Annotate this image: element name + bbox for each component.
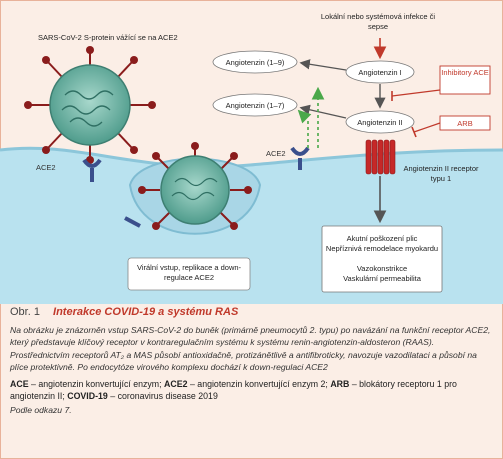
ace2-receptor-right (290, 146, 310, 170)
effects-box (321, 225, 443, 293)
figure-caption: Obr. 1 Interakce COVID-19 a systému RAS … (10, 306, 496, 415)
at1-receptor (365, 139, 396, 175)
svg-text:ARB: ARB (457, 119, 472, 128)
diagram: ACE2 SARS-CoV-2 S-protein vážící se na A… (0, 12, 503, 304)
abbr-term: COVID-19 (67, 391, 108, 402)
ace2-green-arrow-2 (297, 109, 312, 148)
figure-number: Obr. 1 (10, 306, 40, 318)
arb-line (413, 122, 441, 133)
ace-inhibitor-box: Inhibitory ACE (439, 65, 491, 95)
ace2-left-label: ACE2 (36, 163, 56, 172)
ace2-receptor-left (82, 158, 102, 182)
ace-inhibitor-line (391, 89, 441, 97)
abbr-def: angiotenzin konvertující enzym; (38, 378, 162, 389)
virus-endocytosed (124, 142, 262, 235)
angiotensin-1-9-node: Angiotenzin (1–9) (212, 50, 298, 74)
svg-text:Angiotenzin (1–7): Angiotenzin (1–7) (226, 101, 285, 110)
figure-title: Interakce COVID-19 a systému RAS (53, 306, 239, 318)
ang1-to-ang19-arrow (299, 59, 347, 71)
effects-list: Akutní poškození plic Nepříznivá remodel… (326, 234, 438, 283)
effect-item: Akutní poškození plic (347, 234, 418, 243)
ang2-to-ang17-arrow (299, 104, 347, 119)
abbr-def: coronavirus disease 2019 (117, 391, 218, 402)
abbr-def: blokátory receptoru 1 pro angiotenzin II… (10, 378, 457, 402)
effect-item: Nepříznivá remodelace myokardu (326, 244, 438, 253)
caption-title-row: Obr. 1 Interakce COVID-19 a systému RAS (10, 306, 496, 318)
viral-entry-box (127, 257, 251, 291)
receptor-label: Angiotenzin II receptor typu 1 (403, 164, 479, 183)
spike-label-line1: SARS-CoV-2 S-protein vážící se na ACE2 (38, 33, 178, 42)
svg-text:Angiotenzin (1–9): Angiotenzin (1–9) (226, 58, 285, 67)
viral-entry-text: Virální vstup, replikace a down-regulace… (136, 263, 242, 282)
arb-box: ARB (439, 115, 491, 131)
svg-text:Angiotenzin I: Angiotenzin I (358, 68, 401, 77)
abbr-term: ACE (10, 378, 29, 389)
caption-source: Podle odkazu 7. (10, 405, 72, 416)
angiotensin-ii-node: Angiotenzin II (345, 110, 415, 134)
infection-label: Lokální nebo systémová infekce či sepse (320, 12, 436, 31)
spike-label: SARS-CoV-2 S-protein vážící se na ACE2 (38, 33, 178, 42)
angiotensin-i-node: Angiotenzin I (345, 60, 415, 84)
ace2-right-label: ACE2 (266, 149, 286, 158)
abbr-term: ARB (330, 378, 350, 389)
abbr-term: ACE2 (164, 378, 188, 389)
abbr-def: angiotenzin konvertující enzym 2; (197, 378, 328, 389)
angiotensin-1-7-node: Angiotenzin (1–7) (212, 93, 298, 117)
effect-item: Vaskulární permeabilita (343, 274, 422, 283)
effect-item: Vazokonstrikce (357, 264, 407, 273)
virus-particle (24, 46, 156, 164)
caption-abbreviations: ACE – angiotenzin konvertující enzym; AC… (10, 378, 457, 402)
svg-text:Angiotenzin II: Angiotenzin II (357, 118, 402, 127)
caption-body: Na obrázku je znázorněn vstup SARS-CoV-2… (10, 325, 491, 373)
